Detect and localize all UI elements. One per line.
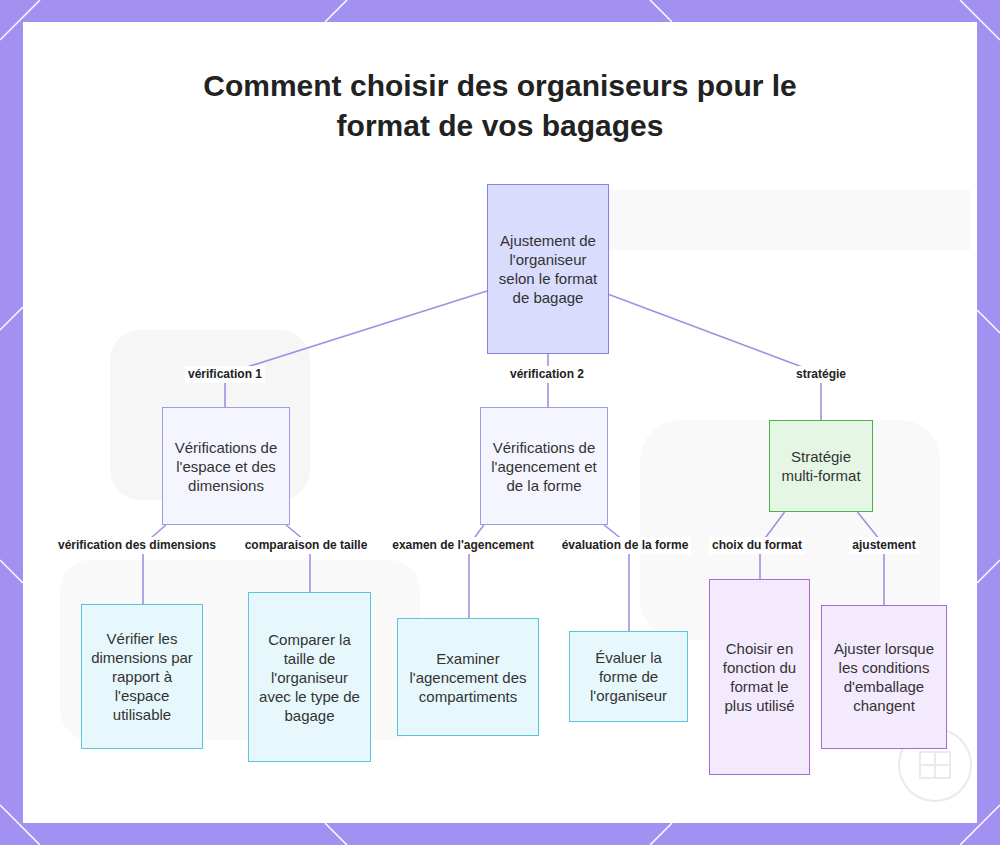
- box-text: Ajustement de l'organiseur selon le form…: [496, 231, 600, 307]
- connector-line: [286, 525, 310, 592]
- edge-label: évaluation de la forme: [559, 537, 692, 554]
- process-box: Stratégie multi-format: [769, 420, 873, 512]
- process-box: Comparer la taille de l'organiseur avec …: [248, 592, 371, 762]
- box-text: Ajuster lorsque les conditions d'emballa…: [830, 639, 938, 715]
- process-box: Choisir en fonction du format le plus ut…: [709, 579, 810, 775]
- connector-line: [609, 295, 821, 421]
- box-text: Examiner l'agencement des compartiments: [406, 649, 530, 706]
- edge-label: ajustement: [849, 537, 918, 554]
- box-text: Évaluer la forme de l'organiseur: [578, 648, 679, 705]
- process-box: Vérifications de l'espace et des dimensi…: [162, 407, 290, 525]
- process-box: Vérifications de l'agencement et de la f…: [480, 407, 608, 525]
- box-text: Stratégie multi-format: [778, 447, 864, 485]
- process-box: Ajuster lorsque les conditions d'emballa…: [821, 605, 947, 749]
- box-text: Vérifications de l'espace et des dimensi…: [171, 438, 281, 495]
- process-box: Ajustement de l'organiseur selon le form…: [487, 184, 609, 354]
- process-box: Examiner l'agencement des compartiments: [397, 618, 539, 736]
- edge-label: vérification 1: [185, 366, 265, 383]
- edge-label: vérification 2: [507, 366, 587, 383]
- process-box: Vérifier les dimensions par rapport à l'…: [81, 604, 203, 749]
- box-text: Choisir en fonction du format le plus ut…: [718, 639, 801, 715]
- edge-label: choix du format: [709, 537, 805, 554]
- edge-label: comparaison de taille: [242, 537, 371, 554]
- diagram-title: Comment choisir des organiseurs pour le …: [180, 66, 820, 146]
- edge-label: vérification des dimensions: [55, 537, 219, 554]
- connector-line: [225, 291, 487, 407]
- connector-line: [857, 512, 884, 605]
- box-text: Vérifier les dimensions par rapport à l'…: [90, 629, 194, 724]
- box-text: Vérifications de l'agencement et de la f…: [489, 438, 599, 495]
- edge-label: examen de l'agencement: [389, 537, 537, 554]
- process-box: Évaluer la forme de l'organiseur: [569, 631, 688, 722]
- edge-label: stratégie: [793, 366, 849, 383]
- box-text: Comparer la taille de l'organiseur avec …: [257, 630, 362, 725]
